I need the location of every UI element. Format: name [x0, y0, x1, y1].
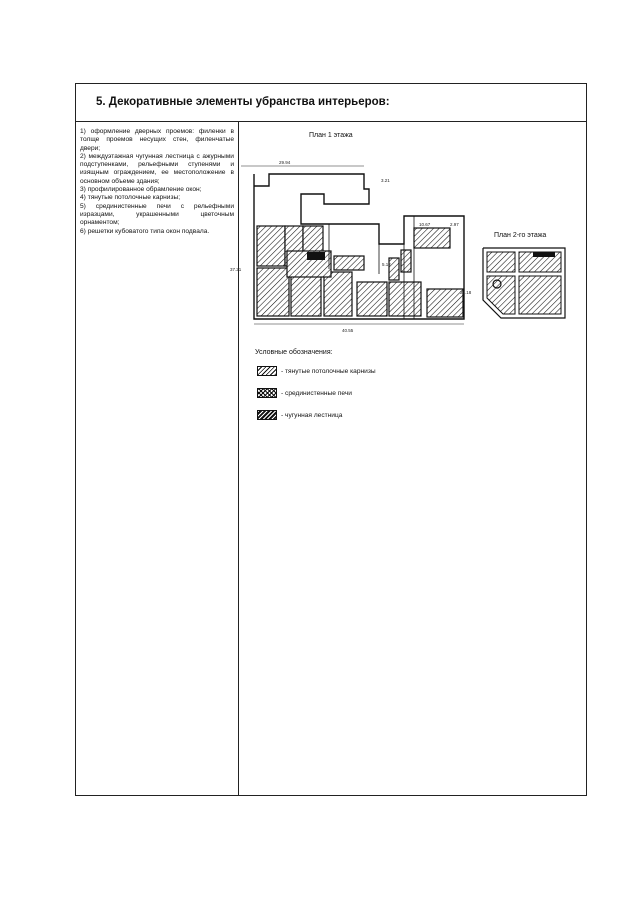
list-item: 5) срединистенные печи с рельефными изра…	[80, 202, 234, 227]
section-header: 5. Декоративные элементы убранства интер…	[76, 84, 586, 122]
plan-room	[323, 271, 353, 317]
legend-swatch-cornice	[257, 366, 277, 376]
plan-room	[400, 249, 412, 273]
plan-stove	[533, 252, 555, 257]
floor2-plan-drawing	[482, 247, 566, 319]
dimension-label: 24.18	[460, 290, 472, 295]
list-item: 4) тянутые потолочные карнизы;	[80, 194, 181, 202]
dimension-label: 10.67	[419, 222, 431, 227]
plan-room	[290, 271, 322, 317]
plan-stair	[492, 279, 502, 289]
legend-swatch-stove	[257, 388, 277, 398]
list-item: 2) междуэтажная чугунная лестница с ажур…	[80, 152, 234, 185]
plan-room	[356, 281, 388, 317]
plan-room	[486, 275, 516, 315]
plan-room	[333, 255, 365, 271]
list-item: 3) профилированное обрамление окон;	[80, 186, 202, 194]
elements-list: 1) оформление дверных проемов: филенки в…	[76, 122, 238, 236]
plan-room	[388, 281, 422, 317]
floor2-plan-title: План 2-го этажа	[494, 232, 547, 239]
dimension-label: 3.21	[381, 178, 390, 183]
legend-swatch-stair	[257, 410, 277, 420]
legend-label-stair: - чугунная лестница	[281, 412, 343, 419]
list-item: 6) решетки кубоватого типа окон подвала.	[80, 227, 210, 235]
dimension-label: 40.55	[342, 328, 354, 333]
plan-room	[256, 225, 286, 267]
document-frame: 5. Декоративные элементы убранства интер…	[75, 83, 587, 796]
plan-room	[256, 267, 290, 317]
plan-room	[426, 288, 464, 318]
legend-label-cornice: - тянутые потолочные карнизы	[281, 368, 376, 375]
floor1-plan-title: План 1 этажа	[309, 132, 353, 139]
floor1-plan-drawing	[241, 165, 465, 325]
plan-room	[486, 251, 516, 273]
plans-column: План 1 этажа План 2-го этажа	[230, 122, 586, 795]
plan-room	[518, 275, 562, 315]
dimension-label: 37.21	[230, 267, 242, 272]
legend-title: Условные обозначения:	[255, 349, 333, 356]
plan-stair	[307, 252, 325, 260]
section-title: 5. Декоративные элементы убранства интер…	[96, 96, 390, 108]
plan-room	[413, 227, 451, 249]
dimension-label: 2.97	[450, 222, 459, 227]
dimension-label: 29.94	[279, 160, 291, 165]
legend-label-stove: - срединистенные печи	[281, 390, 352, 397]
elements-column: 1) оформление дверных проемов: филенки в…	[76, 122, 239, 795]
dimension-label: 5.12	[382, 262, 391, 267]
list-item: 1) оформление дверных проемов: филенки в…	[80, 128, 234, 152]
plan-room	[388, 257, 400, 281]
